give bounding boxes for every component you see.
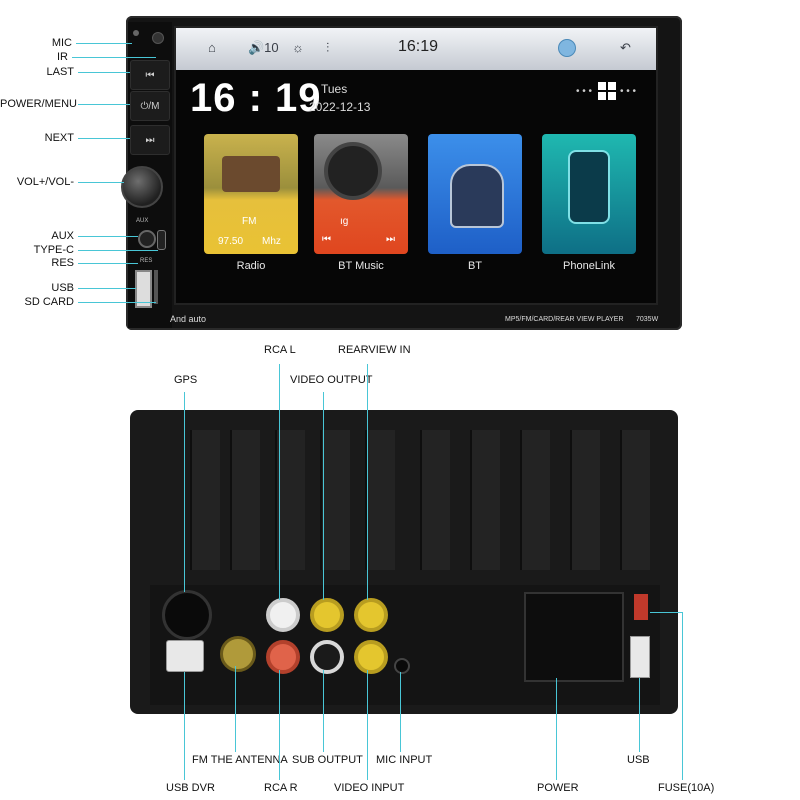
type-c-label: TYPE-C (33, 244, 74, 256)
equalizer-icon[interactable]: ⫶ (326, 40, 330, 55)
power-menu-button[interactable]: ⏻/M (130, 91, 170, 121)
video-output-jack[interactable] (310, 598, 344, 632)
heatsink-rib (190, 430, 220, 570)
rca-r-label: RCA R (264, 782, 298, 794)
usb-dvr-port[interactable] (166, 640, 204, 672)
rca-r-jack[interactable] (266, 640, 300, 674)
bt-music-label: BT Music (338, 260, 384, 272)
fm-unit: Mhz (262, 236, 281, 247)
power-connector[interactable] (524, 592, 624, 682)
heatsink-rib (570, 430, 600, 570)
radio-icon (222, 156, 280, 192)
date-display: 2022-12-13 (309, 100, 371, 114)
video-output-label: VIDEO OUTPUT (290, 374, 373, 386)
app-grid-icon[interactable] (598, 82, 616, 100)
telephone-icon (450, 164, 504, 228)
type-c-port[interactable] (157, 230, 166, 250)
heatsink-rib (520, 430, 550, 570)
usb-front-label: USB (51, 282, 74, 294)
phonelink-label: PhoneLink (563, 260, 615, 272)
usb-port[interactable] (135, 270, 152, 308)
bt-card[interactable] (428, 134, 522, 254)
fm-frequency: 97.50 (218, 236, 244, 247)
last-label: LAST (46, 66, 74, 78)
radio-card[interactable]: FM 97.50 Mhz (204, 134, 298, 254)
song-title: ıg (340, 216, 349, 227)
heatsink-rib (275, 430, 305, 570)
record-icon (324, 142, 382, 200)
bt-music-card[interactable]: ıg ⏮ ⏭ (314, 134, 408, 254)
fm-antenna-port[interactable] (220, 636, 256, 672)
power-menu-label: POWER/MENU (0, 98, 77, 110)
heatsink-rib (470, 430, 500, 570)
res-label: RES (51, 257, 74, 269)
page-dots-right: • • • (620, 86, 637, 97)
heatsink-rib (365, 430, 395, 570)
brand-logo: And auto (170, 314, 207, 324)
volume-indicator[interactable]: 🔊10 (248, 40, 279, 55)
bt-label: BT (467, 260, 483, 272)
power-label: POWER (537, 782, 579, 794)
rearview-in-label: REARVIEW IN (338, 344, 411, 356)
radio-label: Radio (236, 260, 266, 272)
fm-antenna-label: FM THE ANTENNA (192, 754, 288, 766)
usb-dvr-label: USB DVR (166, 782, 215, 794)
mic-label: MIC (51, 37, 72, 49)
phonelink-icon (568, 150, 610, 224)
rearview-in-jack[interactable] (354, 598, 388, 632)
settings-icon[interactable] (558, 39, 576, 57)
usb-rear-label: USB (627, 754, 650, 766)
video-input-label: VIDEO INPUT (334, 782, 405, 794)
fuse-label: FUSE(10A) (658, 782, 715, 794)
fm-band: FM (242, 216, 257, 227)
ir-sensor (152, 32, 164, 44)
status-bar: ⌂ 🔊10 ☼ ⫶ 16:19 ↶ (176, 28, 656, 70)
sd-card-slot[interactable] (154, 270, 158, 304)
aux-small-label: AUX (136, 218, 149, 224)
video-input-jack[interactable] (354, 640, 388, 674)
model-number: 7035W (636, 316, 659, 323)
next-track-icon[interactable]: ⏭ (386, 234, 395, 245)
sub-output-jack[interactable] (310, 640, 344, 674)
ir-label: IR (57, 51, 68, 63)
usb-rear-port[interactable] (630, 636, 650, 678)
aux-port[interactable] (138, 230, 156, 248)
res-small-label: RES (140, 258, 153, 264)
last-button[interactable]: ⏮ (130, 60, 170, 90)
gps-port[interactable] (162, 590, 212, 640)
phonelink-card[interactable] (542, 134, 636, 254)
next-button[interactable]: ⏭ (130, 125, 170, 155)
next-label: NEXT (44, 132, 74, 144)
model-description: MP5/FM/CARD/REAR VIEW PLAYER (505, 316, 624, 323)
vol-label: VOL+/VOL- (16, 176, 74, 188)
touch-screen: ⌂ 🔊10 ☼ ⫶ 16:19 ↶ 16 : 19 Tues 2022-12-1… (174, 26, 658, 305)
back-icon[interactable]: ↶ (620, 40, 631, 55)
weekday: Tues (321, 82, 348, 96)
brightness-icon[interactable]: ☼ (292, 40, 304, 55)
gps-label: GPS (174, 374, 198, 386)
fuse (634, 594, 648, 620)
heatsink-rib (320, 430, 350, 570)
heatsink-rib (620, 430, 650, 570)
rca-l-label: RCA L (264, 344, 296, 356)
volume-knob[interactable] (121, 166, 163, 208)
aux-label: AUX (51, 230, 74, 242)
mic-input-label: MIC INPUT (376, 754, 433, 766)
status-time: 16:19 (398, 38, 439, 55)
rca-l-jack[interactable] (266, 598, 300, 632)
home-icon[interactable]: ⌂ (208, 40, 216, 55)
sub-output-label: SUB OUTPUT (292, 754, 363, 766)
mic-hole (133, 30, 139, 36)
sd-card-label: SD CARD (24, 296, 74, 308)
heatsink-rib (420, 430, 450, 570)
page-dots: • • • (576, 86, 593, 97)
prev-track-icon[interactable]: ⏮ (322, 234, 331, 245)
mic-input-port[interactable] (394, 658, 410, 674)
heatsink-rib (230, 430, 260, 570)
clock-display: 16 : 19 (190, 76, 322, 120)
